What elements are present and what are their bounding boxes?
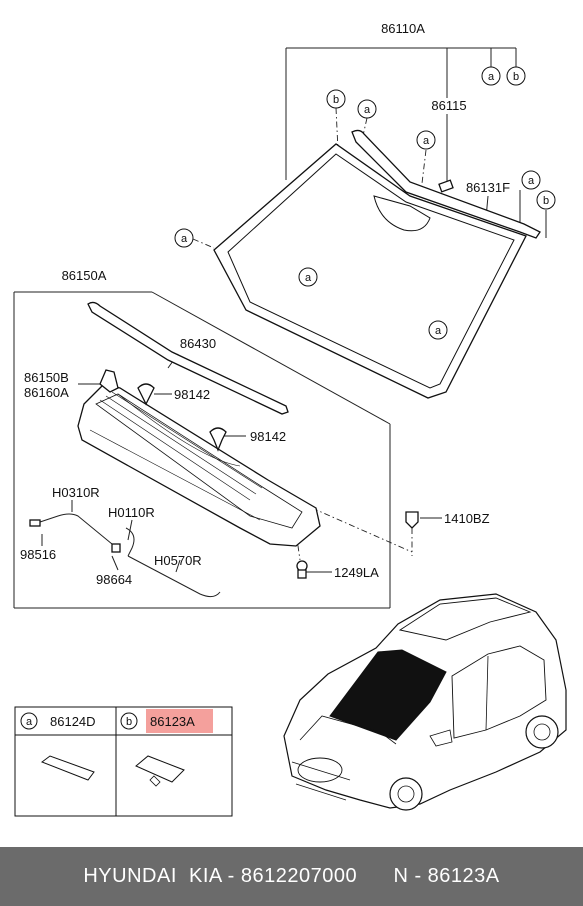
label-86115: 86115 — [431, 98, 466, 113]
svg-text:a: a — [488, 71, 495, 83]
windshield-molding-86131F[interactable] — [351, 129, 541, 239]
label-98516: 98516 — [20, 547, 56, 562]
label-86110A: 86110A — [381, 21, 425, 36]
legend-part-a: 86124D — [50, 714, 96, 729]
footer-spacer — [357, 865, 393, 887]
legend-callout-b: b — [120, 712, 138, 730]
callout-b-right: b — [536, 190, 556, 210]
label-86131F: 86131F — [466, 180, 510, 195]
svg-text:a: a — [305, 272, 312, 284]
footer-bar: HYUNDAI KIA - 8612207000 N - 86123A — [0, 847, 583, 906]
label-86430: 86430 — [180, 336, 216, 351]
label-98142-upper: 98142 — [174, 387, 210, 402]
callout-a-top: a — [481, 66, 501, 86]
hose-H0570R[interactable] — [127, 555, 221, 598]
screw-1249LA[interactable] — [296, 560, 308, 579]
part-86123A-drawing — [135, 755, 185, 783]
footer-brand: HYUNDAI KIA - 8612207000 — [83, 865, 358, 887]
bracket-86150B-86160A[interactable] — [99, 369, 119, 393]
label-86160A: 86160A — [24, 385, 69, 400]
svg-text:a: a — [364, 104, 371, 116]
legend-highlight — [146, 709, 213, 733]
cowl-leader-lines — [13, 291, 442, 609]
svg-text:a: a — [435, 325, 442, 337]
exploded-parts-diagram: a b b a a a b a a a 86110A 86115 86131F … — [13, 21, 567, 817]
callout-a-mid: a — [416, 130, 436, 150]
callout-b-top: b — [506, 66, 526, 86]
weatherstrip-86430[interactable] — [87, 301, 289, 415]
svg-text:b: b — [333, 94, 339, 106]
callout-a-right: a — [521, 170, 541, 190]
windshield-glass[interactable] — [213, 143, 527, 399]
label-98142-lower: 98142 — [250, 429, 286, 444]
clip-98142-lower[interactable] — [209, 427, 227, 452]
label-H0570R: H0570R — [154, 553, 202, 568]
nut-1410BZ[interactable] — [405, 511, 419, 529]
svg-text:a: a — [423, 135, 430, 147]
callout-a-glass-center: a — [298, 267, 318, 287]
svg-text:b: b — [543, 195, 549, 207]
callout-a-left: a — [357, 99, 377, 119]
clip-86115[interactable] — [438, 179, 454, 193]
label-H0110R: H0110R — [108, 505, 155, 520]
vehicle-illustration — [283, 593, 567, 811]
callout-b-left: b — [326, 89, 346, 109]
svg-text:b: b — [513, 71, 519, 83]
nozzle-98516[interactable] — [29, 519, 41, 527]
label-H0310R: H0310R — [52, 485, 100, 500]
clip-98142-upper[interactable] — [137, 383, 155, 406]
part-86124D-drawing — [40, 755, 95, 781]
hose-H0110R[interactable] — [125, 527, 135, 557]
label-86150B: 86150B — [24, 370, 69, 385]
svg-text:a: a — [26, 716, 33, 728]
legend-table: a 86124D b 86123A — [14, 706, 233, 817]
svg-text:a: a — [528, 175, 535, 187]
label-1410BZ: 1410BZ — [444, 511, 490, 526]
callout-a-glass-bottom: a — [428, 320, 448, 340]
legend-callout-a: a — [20, 712, 38, 730]
hose-H0310R[interactable] — [33, 513, 119, 549]
label-86150A: 86150A — [62, 268, 107, 283]
label-1249LA: 1249LA — [334, 565, 379, 580]
footer-ref: N - 86123A — [393, 865, 500, 887]
joint-98664[interactable] — [111, 543, 121, 553]
svg-text:b: b — [126, 716, 132, 728]
legend-part-b: 86123A — [150, 714, 195, 729]
svg-text:a: a — [181, 233, 188, 245]
callout-a-glass-left: a — [174, 228, 194, 248]
label-98664: 98664 — [96, 572, 132, 587]
